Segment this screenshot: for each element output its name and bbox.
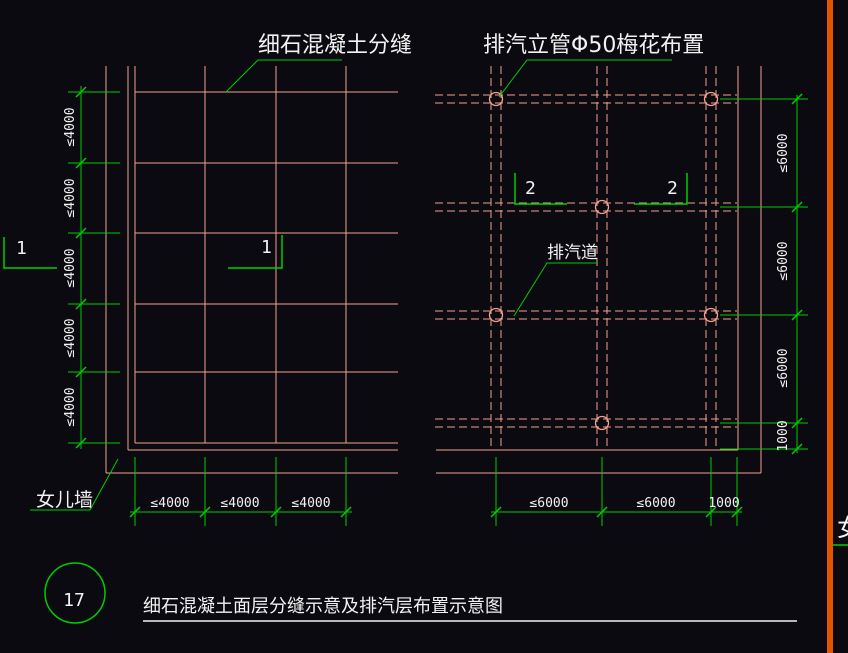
section-1-marker-left: 1 bbox=[16, 238, 27, 259]
dim-label: 1000 bbox=[776, 420, 791, 451]
dim-label: ≤4000 bbox=[63, 178, 78, 217]
dim-label: ≤6000 bbox=[776, 241, 791, 280]
adjacent-sheet-frame-bar bbox=[827, 0, 833, 653]
title-block bbox=[44, 562, 797, 624]
right-diagram-riser-label: 排汽立管Φ50梅花布置 bbox=[483, 33, 704, 58]
drawing-title: 细石混凝土面层分缝示意及排汽层布置示意图 bbox=[143, 596, 503, 617]
dim-label: ≤4000 bbox=[291, 496, 330, 511]
dim-label: 1000 bbox=[708, 496, 739, 511]
exhaust-riser-circles bbox=[488, 91, 719, 431]
right-diagram-duct-grid bbox=[435, 66, 737, 449]
left-diagram-grid bbox=[105, 66, 398, 474]
dim-label: ≤6000 bbox=[776, 133, 791, 172]
dimension-ticks bbox=[791, 93, 803, 455]
dimension-ticks bbox=[75, 86, 87, 449]
detail-number-circle bbox=[44, 562, 106, 624]
dim-label: ≤4000 bbox=[220, 496, 259, 511]
dimension-ticks bbox=[129, 506, 352, 518]
dimension-ticks bbox=[490, 506, 743, 518]
left-vertical-dimension bbox=[68, 86, 120, 449]
parapet-label: 女儿墙 bbox=[36, 489, 93, 511]
exhaust-duct-label: 排汽道 bbox=[547, 243, 598, 263]
dim-label: ≤4000 bbox=[63, 248, 78, 287]
section-2-marker-left: 2 bbox=[525, 178, 536, 199]
leader-lines bbox=[30, 59, 672, 511]
dim-label: ≤6000 bbox=[529, 496, 568, 511]
adjacent-sheet-text-fragment: 女 bbox=[837, 514, 848, 542]
section-1-marker-mid: 1 bbox=[261, 237, 272, 258]
right-side-dimension bbox=[720, 93, 808, 455]
dim-label: ≤4000 bbox=[63, 318, 78, 357]
section-2-marker-right: 2 bbox=[667, 178, 678, 199]
right-bottom-dimension bbox=[490, 457, 743, 526]
left-diagram-joint-label: 细石混凝土分缝 bbox=[258, 33, 412, 58]
section-markers bbox=[3, 173, 688, 269]
dim-label: ≤4000 bbox=[63, 387, 78, 426]
dim-label: ≤4000 bbox=[150, 496, 189, 511]
detail-number: 17 bbox=[63, 590, 85, 611]
dim-label: ≤6000 bbox=[776, 348, 791, 387]
right-diagram-edge-lines bbox=[436, 66, 762, 474]
dim-label: ≤4000 bbox=[63, 107, 78, 146]
left-bottom-dimension bbox=[129, 457, 352, 526]
dim-label: ≤6000 bbox=[636, 496, 675, 511]
